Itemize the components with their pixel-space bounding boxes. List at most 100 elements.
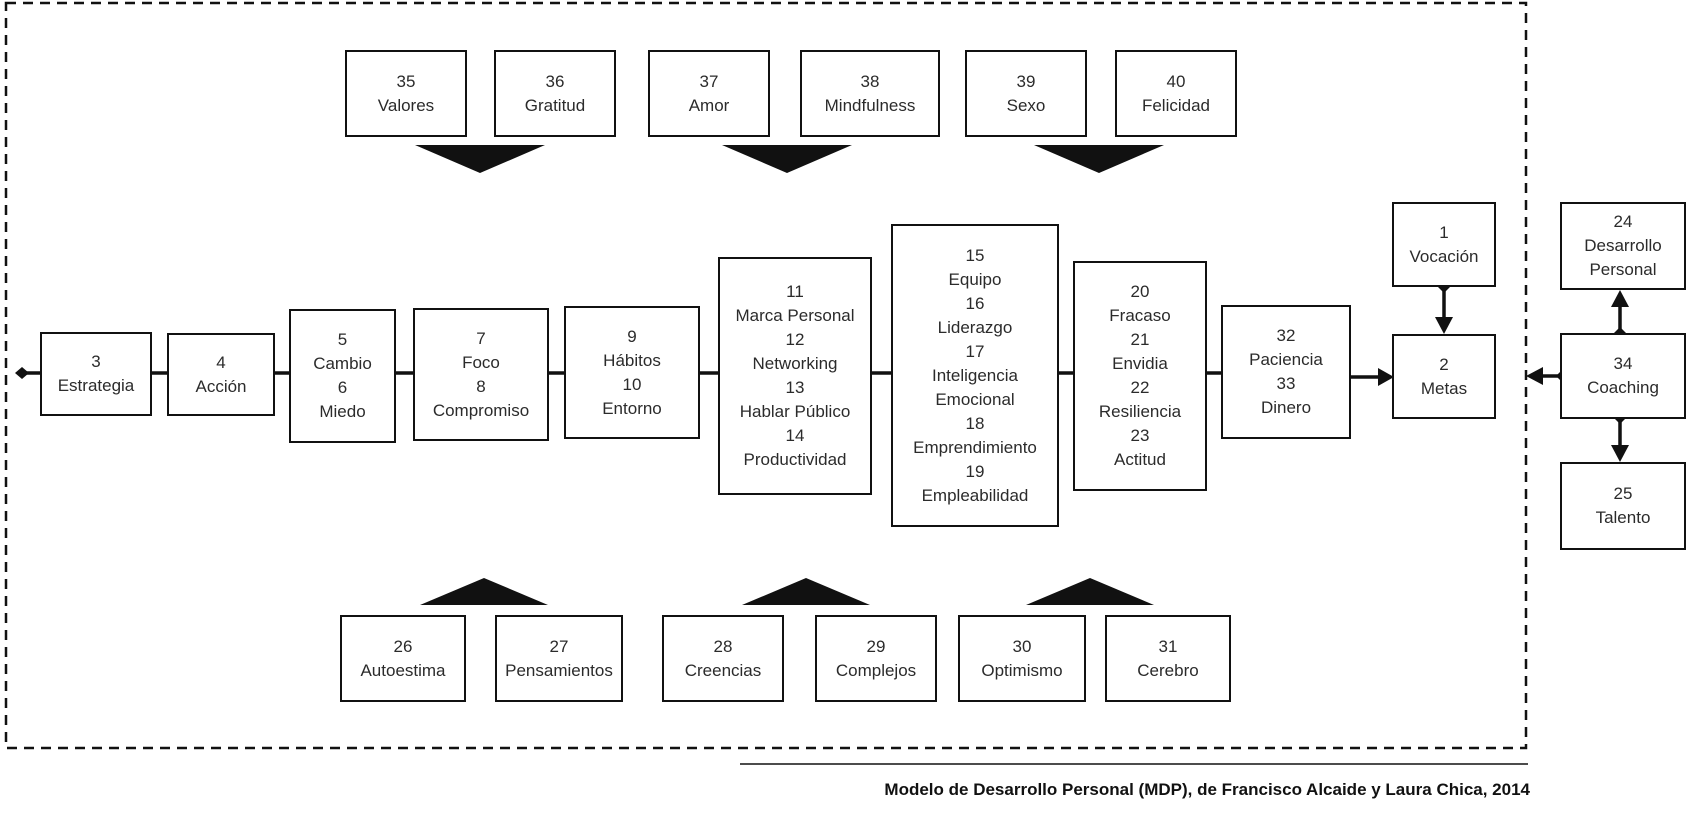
node-label-line: Entorno [602, 398, 662, 418]
node-label-line: 19 [965, 461, 985, 481]
triangle-down-center [722, 145, 852, 173]
node-label-line: 18 [965, 413, 985, 433]
node-label-line: Marca Personal [735, 306, 855, 325]
node-label-line: Cerebro [1137, 660, 1199, 680]
node-label-line: 40 [1166, 71, 1186, 91]
arrowhead-left-metas [1526, 367, 1543, 385]
node-label-line: Cambio [313, 354, 372, 373]
node-label-line: Emprendimiento [913, 437, 1037, 457]
node-label-line: 1 [1439, 222, 1449, 242]
arrowhead-down-metas [1435, 317, 1453, 334]
node-label-line: 35 [396, 71, 416, 91]
node-label-line: Envidia [1112, 354, 1168, 373]
node-label-line: 34 [1613, 354, 1633, 373]
node-label-line: 2 [1439, 354, 1449, 374]
node-label-line: 17 [965, 341, 985, 361]
node-label-line: 38 [860, 71, 880, 91]
node-label-line: 5 [337, 330, 348, 349]
node-label-line: 20 [1130, 282, 1150, 301]
node-label-line: Networking [752, 354, 838, 373]
node-label-line: Hablar Público [739, 402, 851, 421]
node-label-line: Actitud [1114, 450, 1166, 469]
node-label-line: Valores [377, 95, 435, 115]
node-label-line: 13 [785, 378, 805, 397]
node-label-line: 27 [549, 636, 569, 656]
triangle-down-right [1034, 145, 1164, 173]
node-label-line: Estrategia [57, 376, 135, 395]
node-label-line: Equipo [948, 269, 1002, 289]
node-label-line: Emocional [935, 389, 1015, 409]
node-label-line: Talento [1595, 508, 1651, 527]
arrowhead-into-metas [1378, 368, 1394, 386]
node-label-line: 11 [786, 282, 804, 301]
node-label-line: 3 [91, 352, 101, 371]
node-label-line: 33 [1276, 374, 1296, 393]
node-label-line: 29 [866, 636, 886, 656]
diamond-start [15, 367, 29, 379]
node-label-line: 16 [965, 293, 985, 313]
node-label-line: Personal [1589, 260, 1657, 279]
node-label-line: 4 [216, 352, 226, 372]
node-label-line: Desarrollo [1584, 236, 1662, 255]
node-label-line: 32 [1276, 326, 1296, 345]
node-label-line: 39 [1016, 71, 1036, 91]
node-label-line: Liderazgo [937, 317, 1013, 337]
node-label-line: 14 [785, 426, 805, 445]
node-label-line: 31 [1158, 636, 1178, 656]
dashed-frame [4, 1, 1528, 750]
diagram-caption: Modelo de Desarrollo Personal (MDP), de … [884, 780, 1530, 799]
node-label-line: Amor [688, 95, 730, 115]
triangle-up-center [742, 578, 870, 605]
node-label-line: Resiliencia [1098, 402, 1182, 421]
node-label-line: Vocación [1409, 246, 1479, 266]
node-label-line: 26 [393, 636, 413, 656]
node-label-line: Acción [195, 376, 247, 396]
node-label-line: Empleabilidad [921, 485, 1029, 505]
arrowhead-up-desarrollo [1611, 290, 1629, 307]
node-label-line: 15 [965, 245, 985, 265]
arrowhead-down-talento [1611, 445, 1629, 462]
node-label-line: 23 [1130, 426, 1150, 445]
node-label-line: Compromiso [432, 400, 530, 420]
node-label-line: 12 [785, 330, 805, 349]
node-label-line: 8 [476, 376, 486, 396]
node-label-line: Coaching [1587, 378, 1659, 397]
node-label-line: 25 [1613, 484, 1633, 503]
node-label-line: 37 [699, 71, 719, 91]
node-label-line: Paciencia [1249, 350, 1323, 369]
